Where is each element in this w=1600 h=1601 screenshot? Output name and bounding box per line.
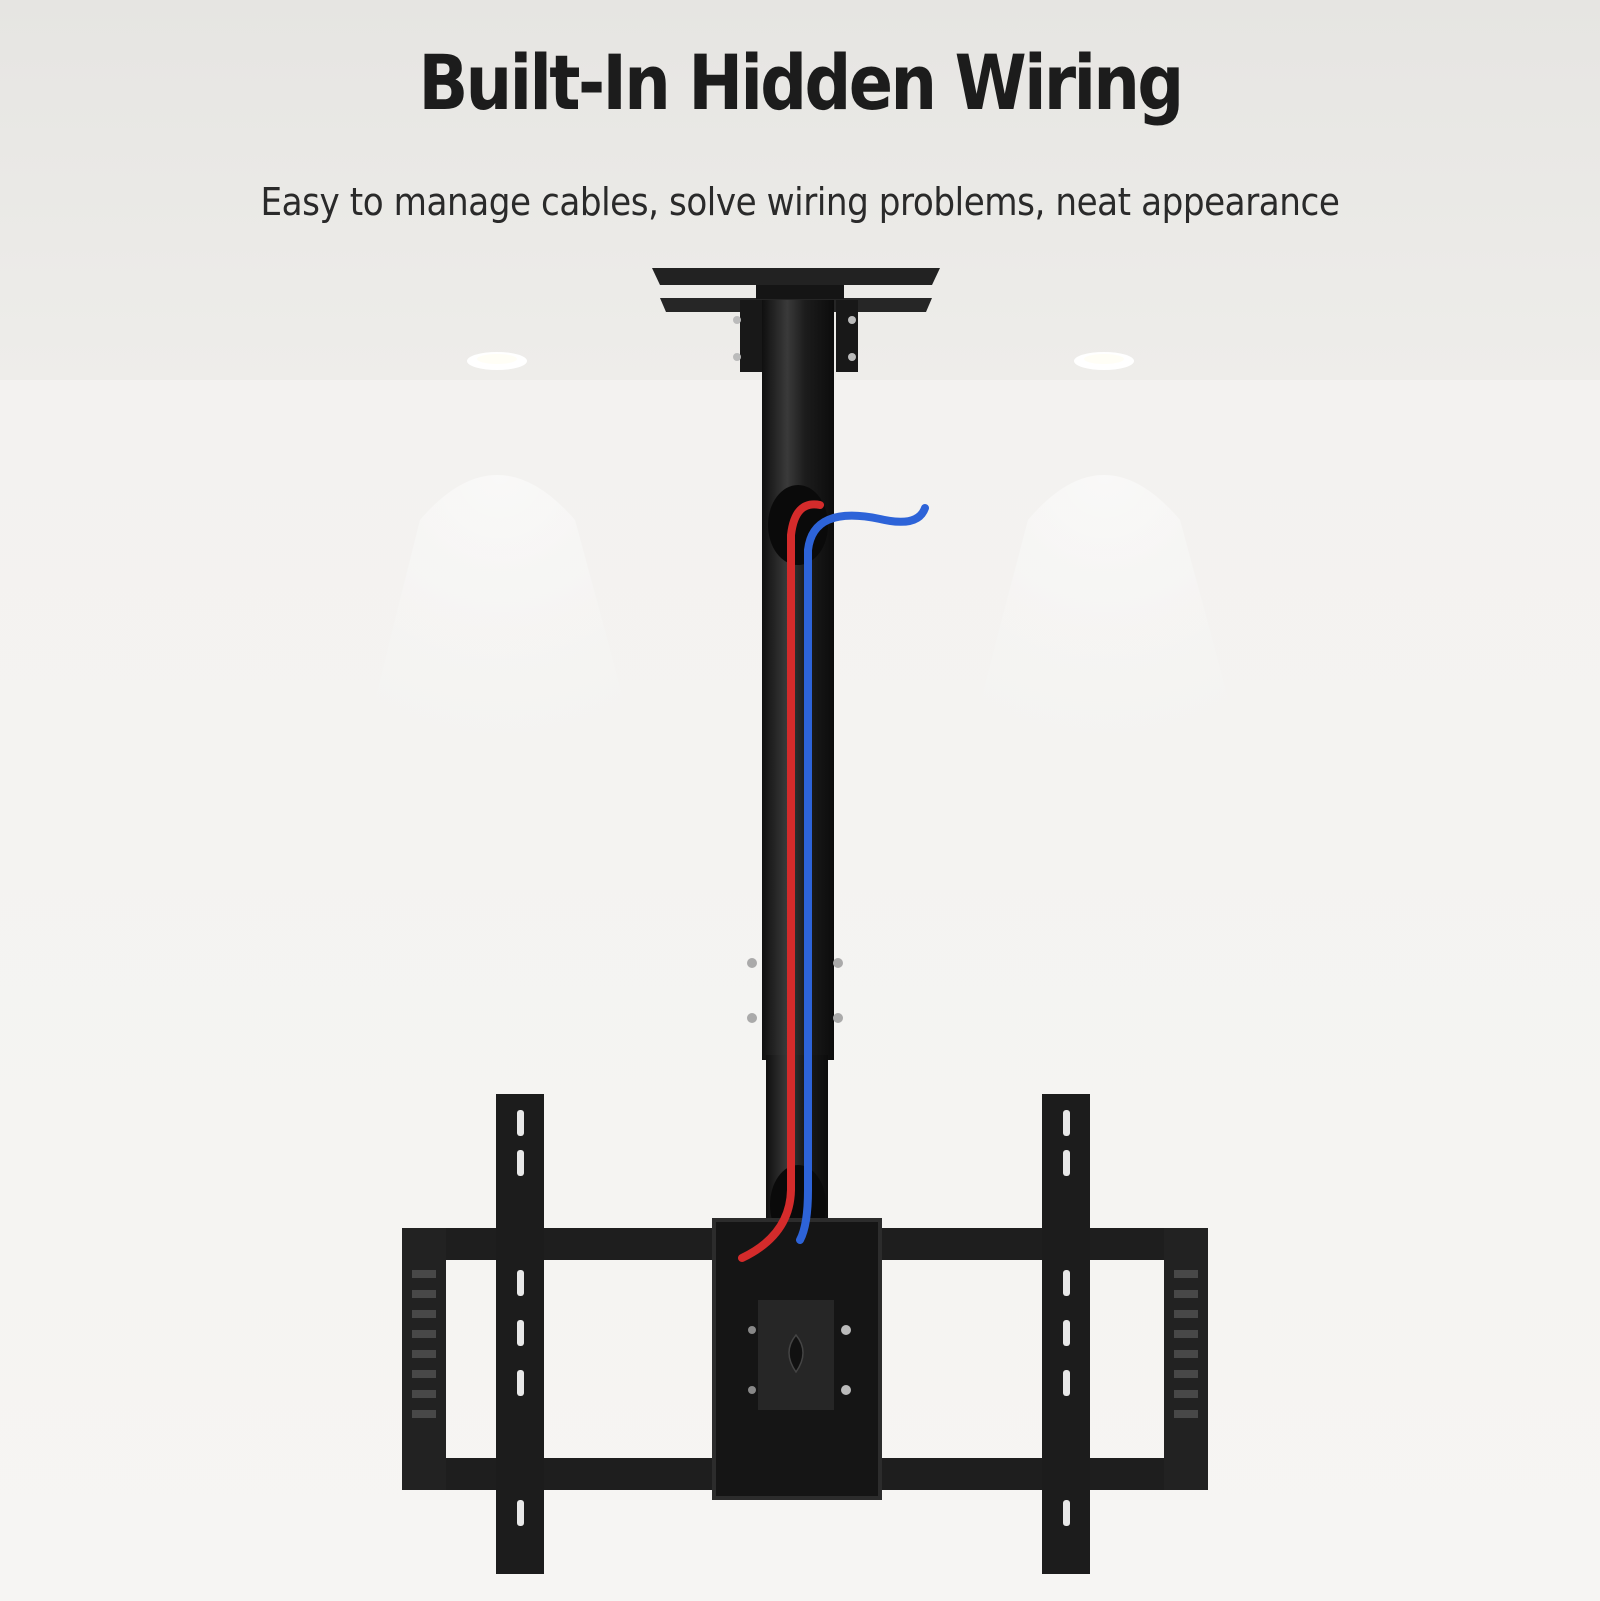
cable-red: [738, 500, 824, 1262]
cable-blue: [796, 504, 929, 1244]
tv-ceiling-mount-icon: [402, 268, 1208, 1574]
subheadline: Easy to manage cables, solve wiring prob…: [260, 180, 1340, 224]
headline: Built-In Hidden Wiring: [418, 38, 1184, 127]
ceiling-light-icon: [360, 352, 640, 760]
ceiling-light-icon: [965, 352, 1245, 760]
